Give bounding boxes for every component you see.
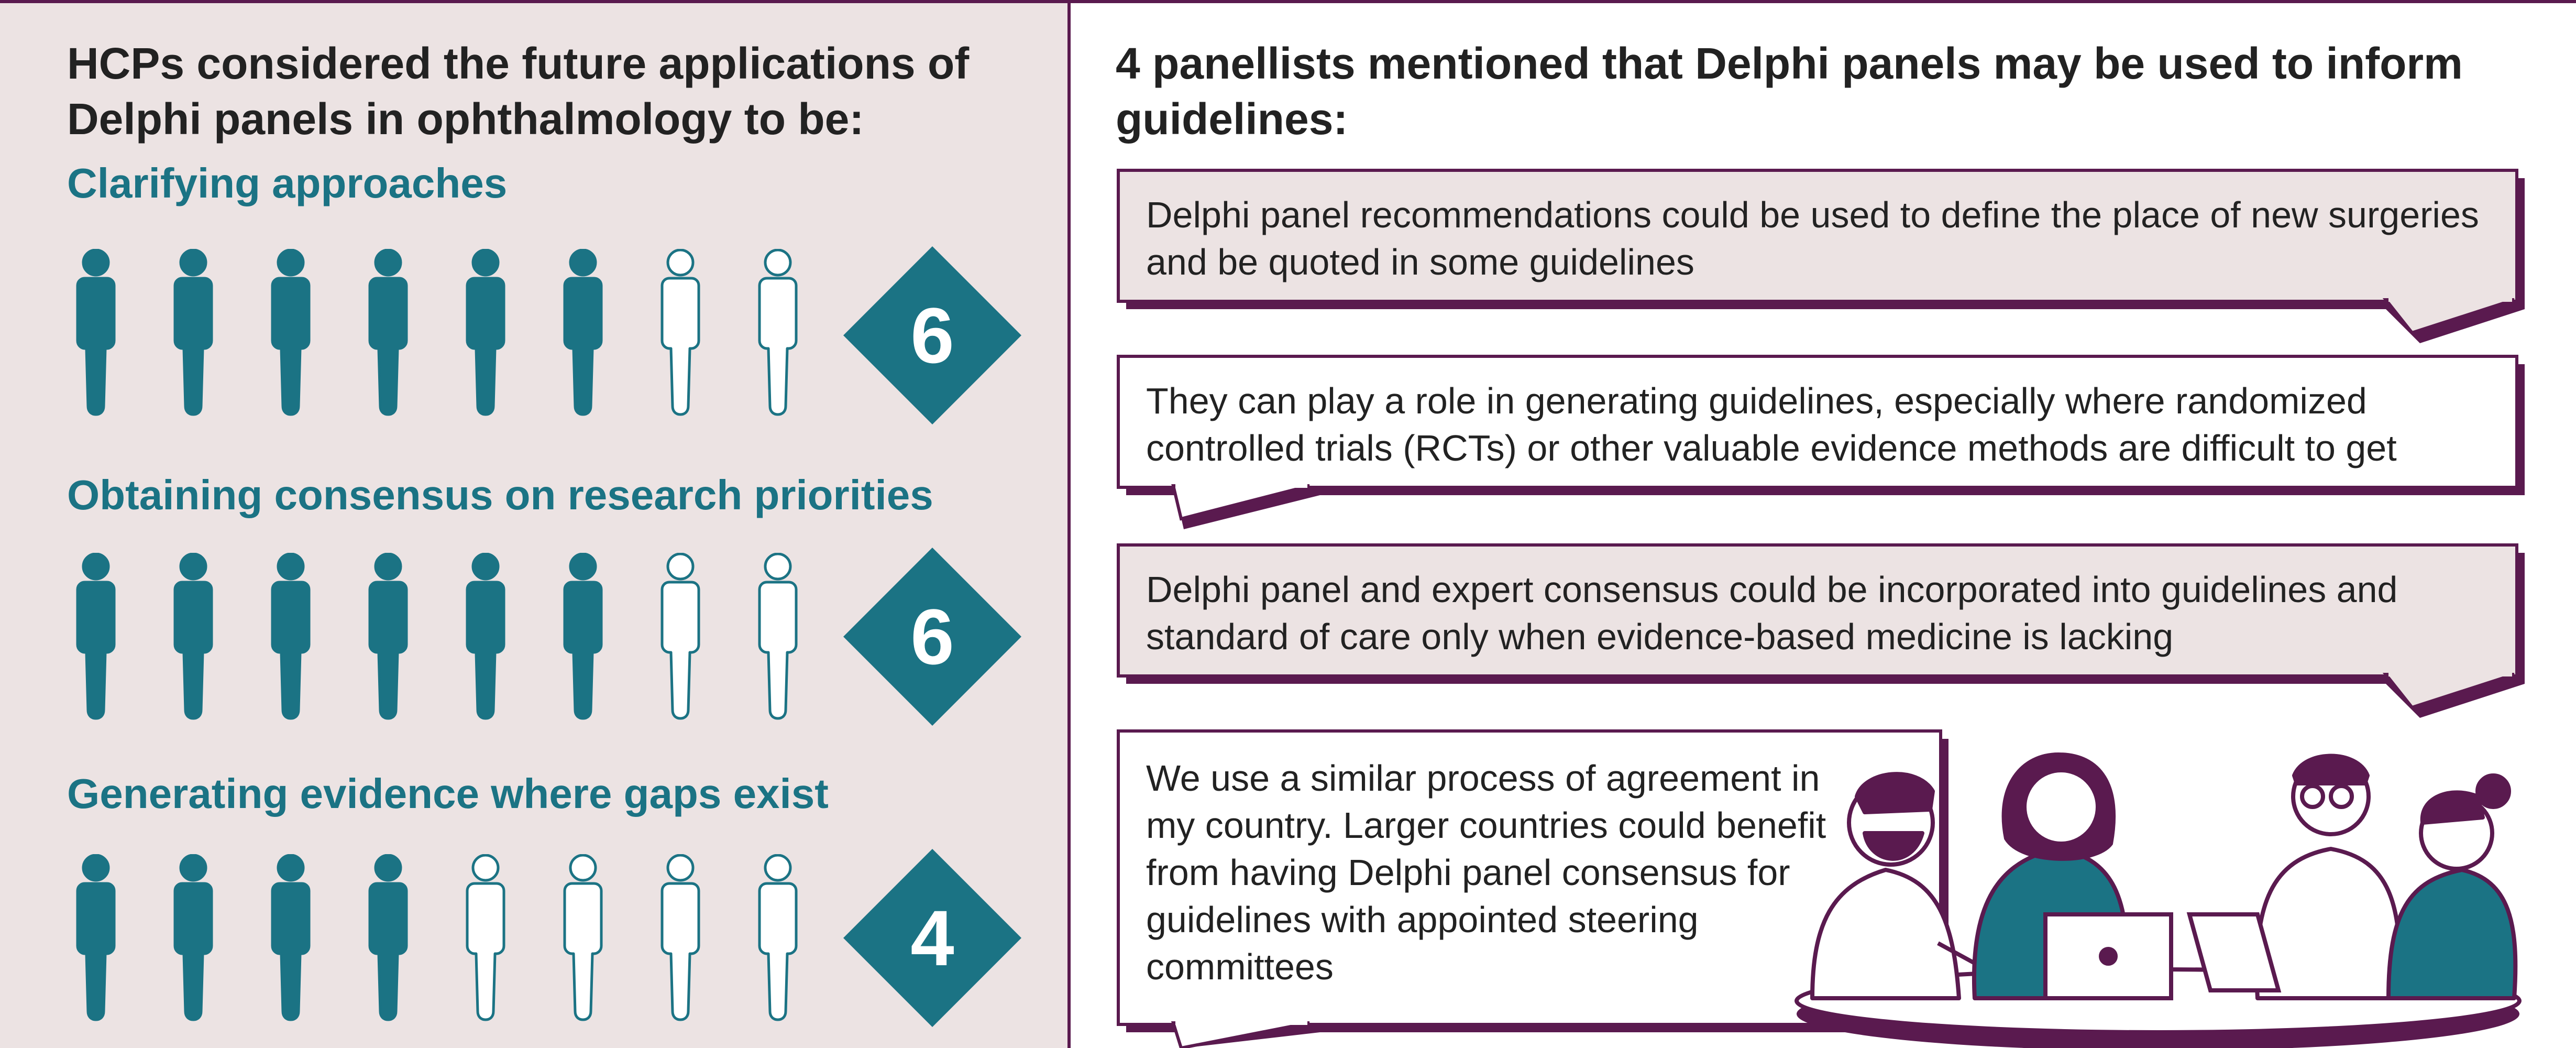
meeting-illustration xyxy=(1795,752,2522,1048)
person-icon-filled xyxy=(257,552,325,720)
quote-3: Delphi panel and expert consensus could … xyxy=(1146,569,2398,657)
person-icon-filled xyxy=(549,552,617,720)
person-woman-bun-icon xyxy=(2386,773,2518,1000)
top-rule xyxy=(0,0,2576,3)
person-icon-filled xyxy=(62,854,130,1022)
right-heading: 4 panellists mentioned that Delphi panel… xyxy=(1116,39,2463,144)
category-title-clarifying: Clarifying approaches xyxy=(67,160,508,206)
count-value: 4 xyxy=(910,894,954,982)
person-icon-filled xyxy=(62,248,130,417)
person-icon-outline xyxy=(646,854,714,1022)
panel-divider xyxy=(1067,0,1071,1048)
quote-4: We use a similar process of agreement in… xyxy=(1146,758,1826,987)
person-icon-outline xyxy=(744,854,812,1022)
count-diamond-evidence: 4 xyxy=(843,849,1021,1027)
person-icon-outline xyxy=(744,552,812,720)
left-heading: HCPs considered the future applications … xyxy=(67,39,970,144)
person-icon-filled xyxy=(62,552,130,720)
person-icon-filled xyxy=(159,248,227,417)
person-icon-outline xyxy=(646,552,714,720)
laptop-icon xyxy=(2186,912,2282,992)
person-icon-outline xyxy=(646,248,714,417)
speech-bubble-3 xyxy=(1117,543,2525,718)
diamond-shape xyxy=(843,246,1021,424)
speech-bubble-2 xyxy=(1117,355,2525,529)
count-diamond-research: 6 xyxy=(843,548,1021,726)
person-man-glasses-icon xyxy=(2254,754,2402,1000)
category-title-research: Obtaining consensus on research prioriti… xyxy=(67,472,933,518)
person-icon-filled xyxy=(257,248,325,417)
category-title-evidence: Generating evidence where gaps exist xyxy=(67,770,829,817)
count-value: 6 xyxy=(910,593,954,681)
count-value: 6 xyxy=(910,291,954,379)
count-diamond-clarifying: 6 xyxy=(843,246,1021,424)
person-icon-outline xyxy=(549,854,617,1022)
person-icon-outline xyxy=(452,854,520,1022)
person-icon-filled xyxy=(159,552,227,720)
people-row-research xyxy=(62,552,847,720)
speech-bubble-1 xyxy=(1117,169,2525,343)
people-row-evidence xyxy=(62,854,847,1022)
person-icon-filled xyxy=(452,552,520,720)
quote-2: They can play a role in generating guide… xyxy=(1146,380,2397,468)
person-icon-filled xyxy=(354,552,422,720)
person-icon-outline xyxy=(744,248,812,417)
person-icon-filled xyxy=(354,854,422,1022)
person-icon-filled xyxy=(354,248,422,417)
laptop-icon xyxy=(2043,912,2173,1000)
diamond-shape xyxy=(843,849,1021,1027)
person-icon-filled xyxy=(452,248,520,417)
person-icon-filled xyxy=(257,854,325,1022)
people-row-clarifying xyxy=(62,248,847,417)
quote-1: Delphi panel recommendations could be us… xyxy=(1146,194,2479,282)
left-panel xyxy=(0,3,1067,1048)
person-icon-filled xyxy=(549,248,617,417)
person-icon-filled xyxy=(159,854,227,1022)
diamond-shape xyxy=(843,548,1021,726)
